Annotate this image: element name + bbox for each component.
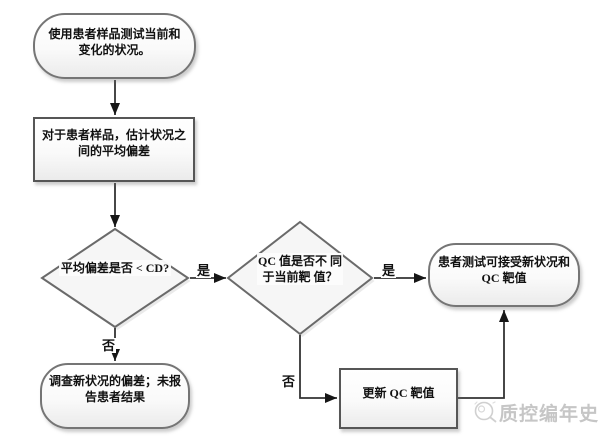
edge-label-qc-no: 否 <box>281 374 297 389</box>
node-start-label: 使用患者样品测试当前和 <box>48 27 181 41</box>
node-accept-label: QC 靶值 <box>481 271 527 285</box>
node-investigate: 调查新状况的偏差；未报 告患者结果 <box>40 363 190 429</box>
edge-label-qc-yes: 是 <box>381 263 397 278</box>
node-bias-decision-label: 平均偏差是否 < CD? <box>59 260 171 276</box>
edge-qc-no-to-update <box>299 335 337 403</box>
bias-decision-diamond <box>40 227 190 329</box>
node-update-target-label: 更新 QC 靶值 <box>362 386 435 400</box>
node-update-target: 更新 QC 靶值 <box>339 368 458 429</box>
brand-watermark-text: 质控编年史 <box>499 403 600 425</box>
node-start-label: 变化的状况。 <box>78 43 151 57</box>
node-investigate-label: 告患者结果 <box>84 390 145 404</box>
node-estimate-bias-label: 对于患者样品，估计状况之 <box>41 128 186 142</box>
brand-watermark: 质控编年史 <box>471 398 599 426</box>
node-estimate-bias: 对于患者样品，估计状况之 间的平均偏差 <box>33 117 195 182</box>
edge-label-bias-yes: 是 <box>196 263 212 278</box>
node-investigate-label: 调查新状况的偏差；未报 <box>48 374 181 388</box>
magnifier-logo-icon <box>474 401 497 423</box>
node-qc-decision-label: QC 值是否不 同于当前靶 值？ <box>257 253 343 285</box>
node-accept-label: 患者测试可接受新状况和 <box>437 255 570 269</box>
node-estimate-bias-label: 间的平均偏差 <box>77 144 150 158</box>
node-start: 使用患者样品测试当前和 变化的状况。 <box>33 13 196 79</box>
edge-update-to-accept <box>458 310 509 399</box>
node-accept: 患者测试可接受新状况和 QC 靶值 <box>428 243 580 307</box>
edge-label-bias-no: 否 <box>101 338 117 353</box>
